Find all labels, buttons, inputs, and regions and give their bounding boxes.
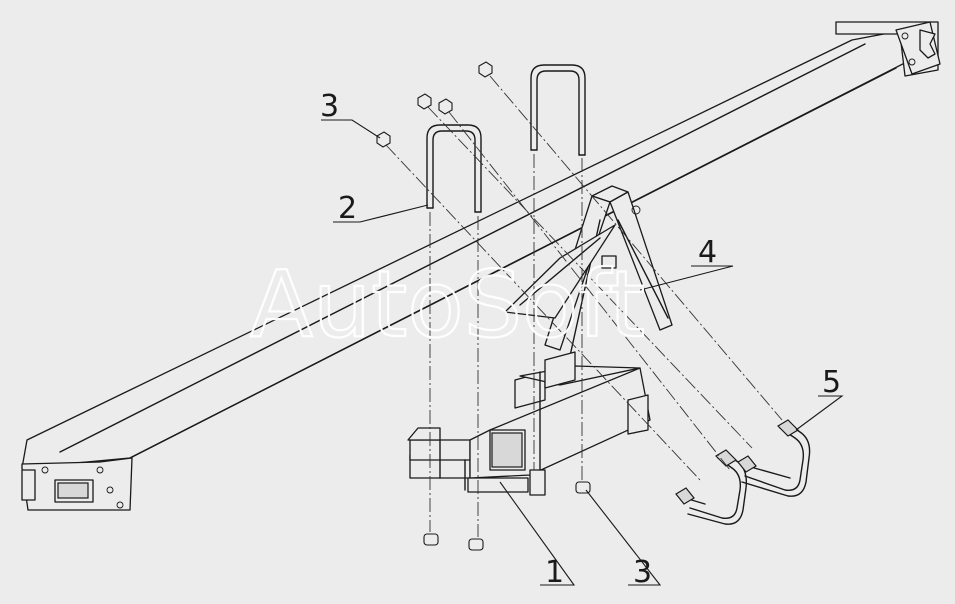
callout-3-top: 3 xyxy=(320,89,339,124)
callout-3-bottom: 3 xyxy=(633,555,652,590)
u-clamp-5-middle xyxy=(687,449,748,525)
u-bolt-right-2 xyxy=(530,64,586,156)
support-stand-4 xyxy=(504,185,673,389)
callout-2: 2 xyxy=(338,191,357,226)
cross-beam xyxy=(21,21,941,511)
callout-1: 1 xyxy=(545,555,564,590)
callout-4: 4 xyxy=(698,235,717,270)
u-clamp-5-upper xyxy=(741,419,811,497)
mounting-bracket-1 xyxy=(407,365,651,496)
watermark-text: AutoSoft xyxy=(250,251,645,358)
assembly-axis-lines xyxy=(385,75,783,537)
callout-5: 5 xyxy=(822,365,841,400)
nuts-top-3 xyxy=(376,61,493,148)
u-clamp-5-lower xyxy=(675,455,791,505)
u-bolt-left-2 xyxy=(426,124,482,213)
leader-lines xyxy=(321,119,844,586)
